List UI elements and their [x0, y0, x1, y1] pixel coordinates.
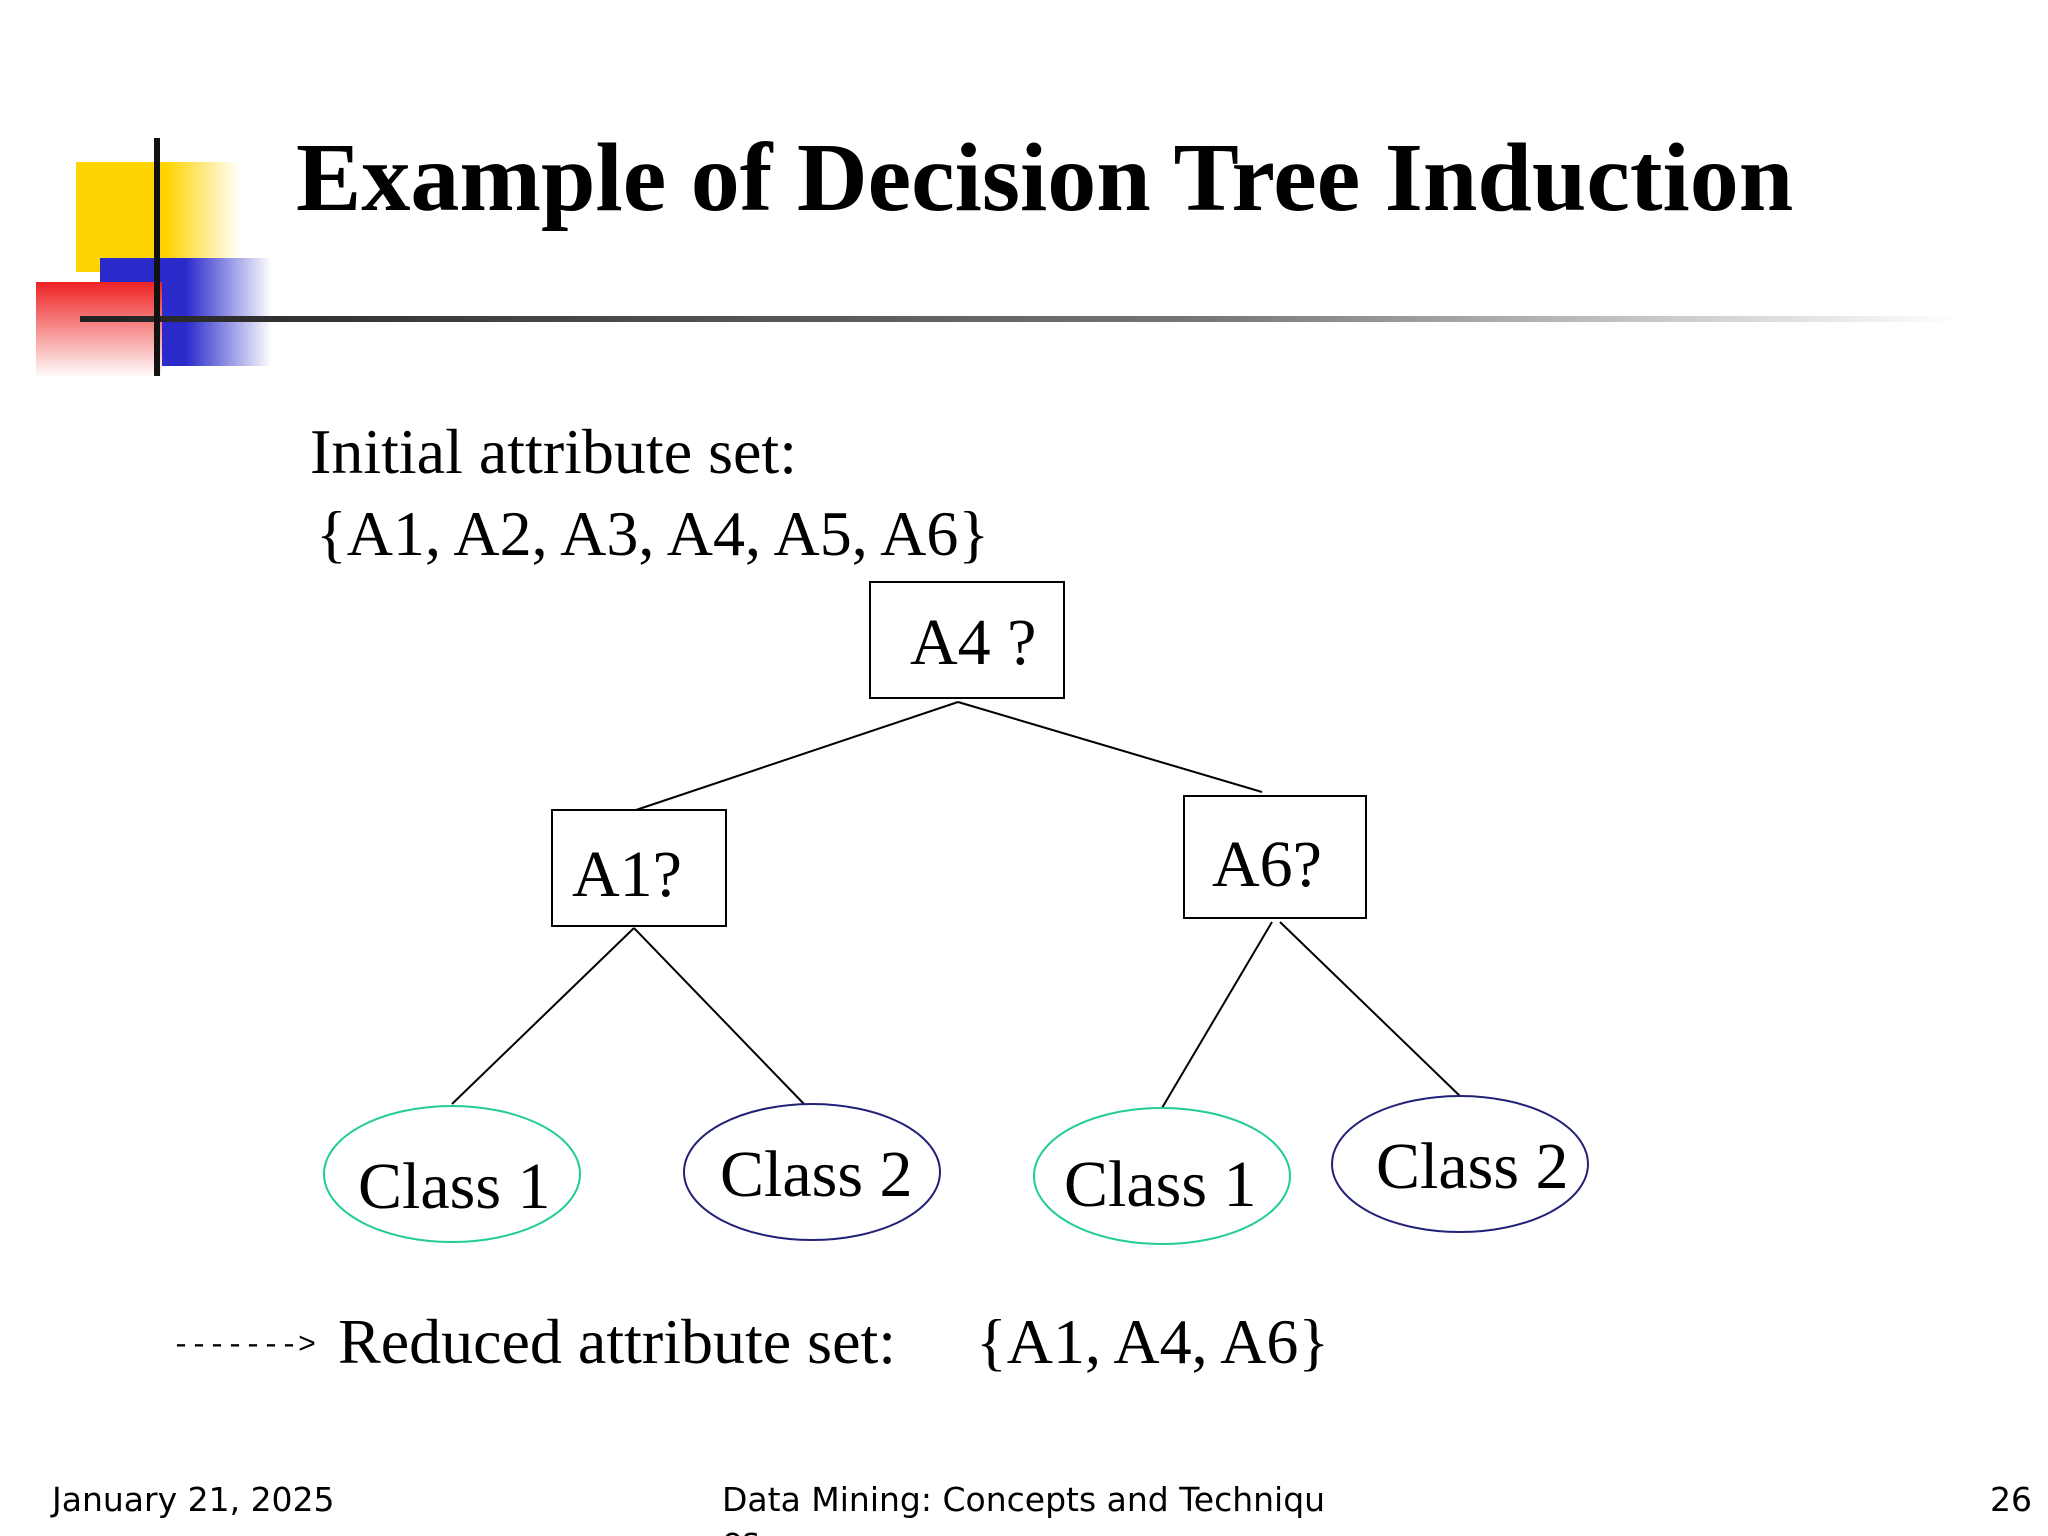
edge-root-left	[635, 701, 959, 811]
dashed-arrow: ------->	[172, 1329, 317, 1363]
edge-a1-class2	[633, 927, 805, 1105]
node-root-label: A4 ?	[910, 606, 1036, 679]
edge-root-right	[957, 701, 1263, 793]
reduced-attribute-label: Reduced attribute set:	[338, 1306, 897, 1377]
node-a6-label: A6?	[1212, 828, 1322, 901]
initial-attribute-set: {A1, A2, A3, A4, A5, A6}	[316, 498, 990, 569]
node-a6: A6?	[1183, 795, 1367, 919]
edge-a6-class1	[1161, 921, 1273, 1109]
slide-title: Example of Decision Tree Induction	[296, 124, 1794, 232]
leaf-class1-right: Class 1	[1033, 1107, 1291, 1245]
leaf-label: Class 2	[720, 1138, 913, 1211]
node-root: A4 ?	[869, 581, 1065, 699]
node-a1-label: A1?	[572, 838, 682, 911]
reduced-attribute-set: {A1, A4, A6}	[976, 1306, 1330, 1377]
vertical-rule	[154, 138, 160, 376]
leaf-label: Class 1	[358, 1150, 551, 1223]
initial-attribute-label: Initial attribute set:	[310, 416, 797, 487]
footer-course-title: Data Mining: Concepts and Techniques	[722, 1480, 1326, 1536]
red-square	[36, 282, 162, 378]
title-underline	[80, 316, 1960, 322]
leaf-class1-left: Class 1	[323, 1105, 581, 1243]
leaf-class2-right: Class 2	[1331, 1095, 1589, 1233]
leaf-class2-left: Class 2	[683, 1103, 941, 1241]
edge-a1-class1	[451, 927, 635, 1105]
footer-page-number: 26	[1990, 1480, 2032, 1519]
node-a1: A1?	[551, 809, 727, 927]
footer-date: January 21, 2025	[52, 1480, 335, 1519]
edge-a6-class2	[1279, 921, 1463, 1099]
leaf-label: Class 2	[1376, 1130, 1569, 1203]
title-decoration	[36, 138, 1960, 378]
leaf-label: Class 1	[1064, 1148, 1257, 1221]
